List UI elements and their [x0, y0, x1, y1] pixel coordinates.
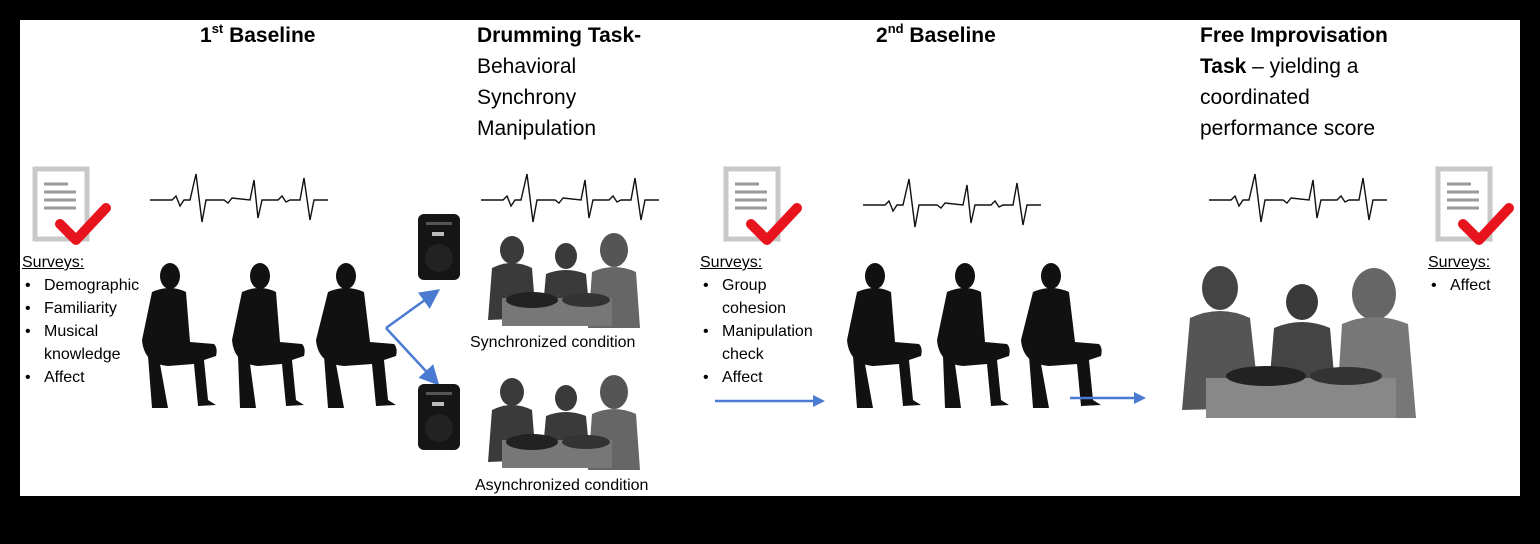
improvisation-group-photo: [1176, 258, 1424, 424]
survey-item: Affect: [1428, 274, 1491, 297]
improv-title-task: Task: [1200, 55, 1247, 78]
survey-item: Affect: [22, 366, 139, 389]
survey-item: Familiarity: [22, 297, 139, 320]
surveys-block-3: Surveys: Affect: [1428, 252, 1491, 297]
heart-rate-trace-icon-4: [1209, 173, 1387, 223]
heart-rate-trace-icon-1: [150, 173, 328, 223]
heart-rate-trace-icon-3: [863, 178, 1041, 228]
drumming-title-line1: Drumming Task-: [477, 24, 642, 47]
baseline2-title: 2nd Baseline: [876, 21, 996, 47]
drumming-title-line3: Synchrony: [477, 86, 577, 109]
survey-checklist-icon-3: [1435, 166, 1514, 245]
drumming-title-line4: Manipulation: [477, 117, 597, 140]
speaker-icon-1: [418, 214, 460, 280]
drumming-title: Drumming Task- Behavioral Synchrony Mani…: [477, 20, 641, 144]
heart-rate-trace-icon-2: [481, 173, 659, 223]
arrow-to-baseline2: [715, 395, 825, 407]
drumming-title-line2: Behavioral: [477, 55, 577, 78]
drumming-group-photo-async: [482, 370, 640, 474]
seated-participants-silhouettes-1: [142, 263, 397, 408]
sync-condition-label: Synchronized condition: [470, 334, 636, 351]
survey-checklist-icon-1: [32, 166, 111, 245]
surveys-heading-1: Surveys:: [22, 254, 85, 271]
speaker-icon-2: [418, 384, 460, 450]
drumming-group-photo-sync: [482, 228, 640, 332]
survey-item: Demographic: [22, 274, 139, 297]
async-condition-label: Asynchronized condition: [475, 477, 649, 494]
survey-checklist-icon-2: [723, 166, 802, 245]
surveys-heading-3: Surveys:: [1428, 254, 1491, 271]
improv-title-line1: Free Improvisation: [1200, 24, 1388, 47]
improv-title-line4: performance score: [1200, 117, 1376, 140]
surveys-heading-2: Surveys:: [700, 254, 763, 271]
improv-title: Free Improvisation Task – yielding a coo…: [1200, 20, 1388, 144]
seated-participants-silhouettes-2: [847, 263, 1102, 408]
arrow-to-improv: [1070, 392, 1146, 404]
baseline1-title: 1st Baseline: [200, 21, 316, 47]
improv-title-line2-rest: – yielding a: [1246, 55, 1359, 78]
improv-title-line3: coordinated: [1200, 86, 1310, 109]
branch-arrows: [385, 289, 441, 386]
surveys-block-1: Surveys: Demographic Familiarity Musical…: [22, 252, 139, 389]
survey-item: Affect: [700, 366, 813, 389]
study-design-diagram: 1st Baseline Drumming Task- Behavioral S…: [20, 20, 1520, 496]
